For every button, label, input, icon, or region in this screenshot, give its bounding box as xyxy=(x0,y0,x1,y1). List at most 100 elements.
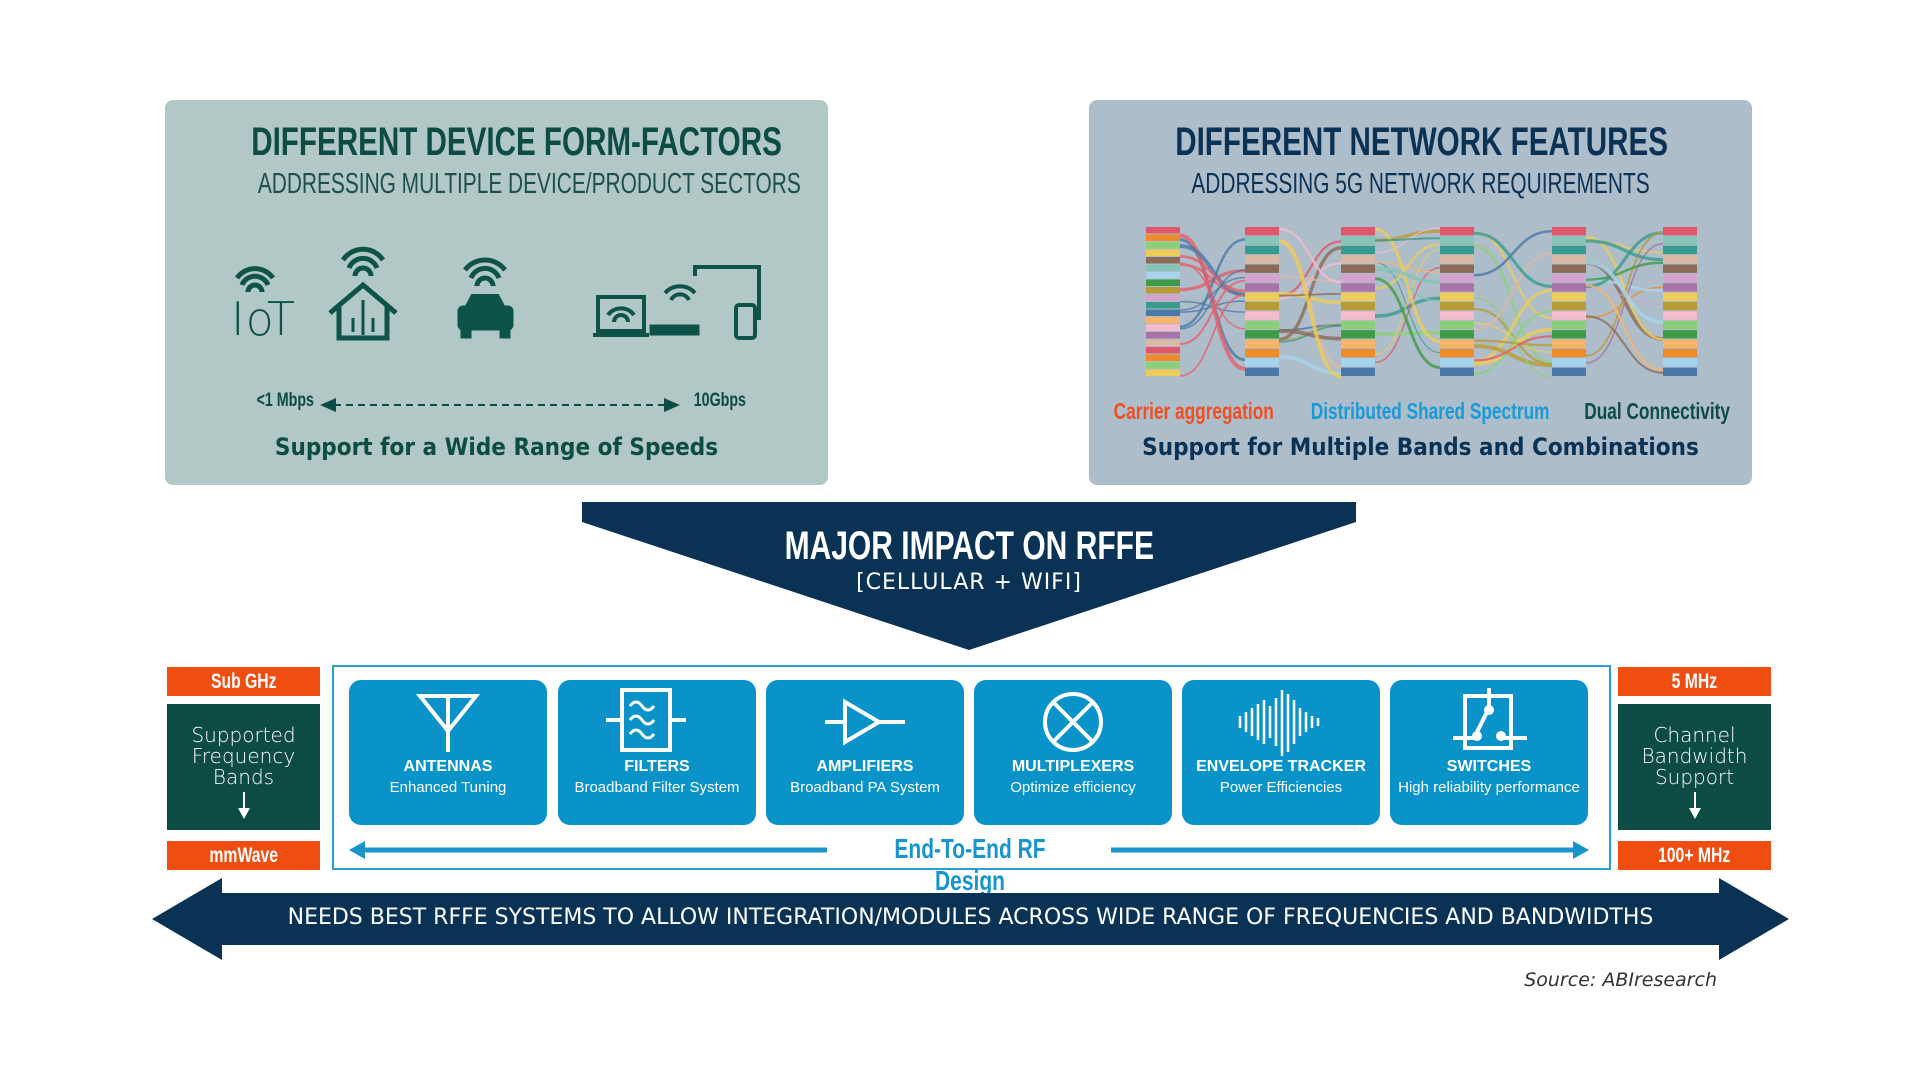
impact-title: MAJOR IMPACT ON RFFE xyxy=(784,524,1154,568)
sankey-band-node xyxy=(1146,309,1180,316)
sankey-flow xyxy=(1278,227,1342,284)
sankey-flow xyxy=(1374,243,1441,290)
sankey-band-node xyxy=(1146,249,1180,256)
sankey-band-node xyxy=(1341,311,1375,320)
sankey-band-node xyxy=(1245,302,1279,311)
sankey-band-node xyxy=(1245,292,1279,301)
sankey-band-node xyxy=(1552,236,1586,245)
sankey-band-node xyxy=(1663,367,1697,376)
sankey-band-node xyxy=(1663,339,1697,348)
sankey-band-node xyxy=(1663,273,1697,283)
sankey-band-node xyxy=(1440,330,1474,339)
sankey-flow xyxy=(1473,231,1553,288)
panel-subtitle: ADDRESSING 5G NETWORK REQUIREMENTS xyxy=(1191,168,1650,200)
sankey-flow xyxy=(1278,328,1342,341)
sankey-band-node xyxy=(1245,264,1279,273)
sankey-band-node xyxy=(1663,330,1697,339)
sankey-band-node xyxy=(1552,283,1586,292)
sankey-flow xyxy=(1374,277,1441,370)
sankey-band-node xyxy=(1341,330,1375,339)
sankey-band-node xyxy=(1245,358,1279,367)
sankey-band-node xyxy=(1146,354,1180,361)
sankey-flow xyxy=(1585,239,1664,262)
waveform-icon xyxy=(1238,690,1320,756)
sankey-band-node xyxy=(1552,358,1586,367)
sankey-flow xyxy=(1585,261,1664,281)
sankey-band-node xyxy=(1552,292,1586,301)
sankey-band-node xyxy=(1663,236,1697,245)
sankey-band-node xyxy=(1341,236,1375,245)
sankey-band-node xyxy=(1440,264,1474,273)
sankey-band-node xyxy=(1663,245,1697,255)
sankey-band-node xyxy=(1552,273,1586,283)
sankey-band-node xyxy=(1146,324,1180,331)
sankey-band-node xyxy=(1663,320,1697,330)
sankey-flow xyxy=(1278,246,1342,342)
panel-footer: Support for Multiple Bands and Combinati… xyxy=(1142,433,1699,461)
sankey-band-node xyxy=(1440,236,1474,245)
sankey-band-node xyxy=(1245,330,1279,339)
sankey-band-node xyxy=(1341,348,1375,358)
sankey-band-node xyxy=(1146,362,1180,369)
sankey-band-node xyxy=(1341,264,1375,273)
sankey-band-node xyxy=(1440,311,1474,320)
sankey-flow xyxy=(1278,262,1342,300)
sankey-band-node xyxy=(1146,279,1180,286)
feature-list: Carrier aggregation Distributed Shared S… xyxy=(1089,398,1752,425)
sankey-band-node xyxy=(1245,367,1279,376)
impact-subtitle: [CELLULAR + WIFI] xyxy=(856,570,1082,595)
sankey-band-node xyxy=(1552,311,1586,320)
sankey-band-node xyxy=(1663,358,1697,367)
sankey-band-node xyxy=(1245,311,1279,320)
sankey-band-node xyxy=(1146,294,1180,301)
sankey-flow xyxy=(1585,260,1664,325)
banner-arrow xyxy=(152,878,1789,960)
device-icons xyxy=(234,246,761,341)
sankey-band-node xyxy=(1552,330,1586,339)
sankey-flow xyxy=(1585,284,1664,372)
sankey-flow xyxy=(1374,266,1441,284)
label-line: Bands xyxy=(212,765,275,789)
sankey-band-node xyxy=(1245,227,1279,236)
sankey-band-node xyxy=(1552,264,1586,273)
sankey-flow xyxy=(1473,344,1553,368)
sankey-band-node xyxy=(1341,320,1375,330)
sankey-band-node xyxy=(1245,236,1279,245)
sankey-band-node xyxy=(1440,302,1474,311)
sankey-band-node xyxy=(1440,292,1474,301)
sankey-band-node xyxy=(1440,273,1474,283)
sankey-flow xyxy=(1473,339,1553,347)
component-card-amplifiers: AMPLIFIERS Broadband PA System xyxy=(766,680,964,825)
component-subtitle: Broadband Filter System xyxy=(574,779,740,796)
range-top-label: Sub GHz xyxy=(167,667,320,696)
label-line: Support xyxy=(1654,765,1735,789)
sankey-flow xyxy=(1278,323,1342,341)
sankey-band-node xyxy=(1341,245,1375,255)
sankey-band-node xyxy=(1341,292,1375,301)
sankey-flow xyxy=(1473,229,1553,277)
sankey-band-node xyxy=(1245,339,1279,348)
sankey-band-node xyxy=(1552,339,1586,348)
feature-distributed-shared-spectrum: Distributed Shared Spectrum xyxy=(1310,398,1550,424)
sankey-band-node xyxy=(1663,283,1697,292)
sankey-band-node xyxy=(1552,245,1586,255)
panel-subtitle: ADDRESSING MULTIPLE DEVICE/PRODUCT SECTO… xyxy=(257,168,801,200)
sankey-band-node xyxy=(1341,273,1375,283)
component-subtitle: Power Efficiencies xyxy=(1219,779,1343,796)
sankey-band-node xyxy=(1552,255,1586,264)
devices-icon xyxy=(593,265,761,340)
component-subtitle: Broadband PA System xyxy=(790,779,940,796)
sankey-band-node xyxy=(1146,287,1180,294)
component-subtitle: High reliability performance xyxy=(1398,779,1580,796)
sankey-band-node xyxy=(1341,302,1375,311)
feature-dual-connectivity: Dual Connectivity xyxy=(1583,398,1730,424)
sankey-flow xyxy=(1585,242,1664,364)
sankey-band-node xyxy=(1146,272,1180,279)
component-card-antennas: ANTENNAS Enhanced Tuning xyxy=(349,680,547,825)
band-combination-sankey xyxy=(1146,227,1697,379)
sankey-band-node xyxy=(1146,227,1180,234)
sankey-band-node xyxy=(1146,264,1180,271)
sankey-band-node xyxy=(1440,283,1474,292)
sankey-flow xyxy=(1374,237,1441,242)
sankey-flow xyxy=(1374,227,1441,344)
